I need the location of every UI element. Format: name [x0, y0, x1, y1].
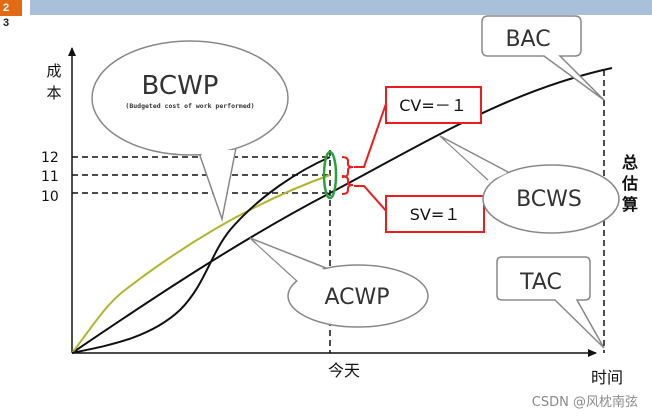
cv-brace	[341, 156, 354, 178]
slide-number: 2 3	[0, 0, 28, 32]
acwp-label: ACWP	[324, 285, 389, 310]
total-estimate-label-1: 总	[622, 153, 638, 172]
slide-number-first: 2	[0, 0, 22, 16]
bcws-curve	[71, 67, 613, 354]
variance-ellipse	[322, 150, 338, 200]
cv-connector	[354, 97, 389, 168]
sv-brace	[341, 175, 354, 195]
total-estimate-label-3: 算	[622, 195, 638, 214]
total-estimate-label-2: 估	[621, 174, 638, 193]
cv-box	[385, 86, 482, 124]
today-label: 今天	[328, 361, 360, 380]
y-tick-11: 11	[41, 169, 59, 185]
x-axis-label: 时间	[591, 368, 623, 387]
sv-box	[385, 195, 485, 233]
bcws-label: BCWS	[516, 187, 582, 212]
y-tick-12: 12	[41, 150, 59, 166]
bcwp-tail-cover	[200, 150, 234, 212]
sv-connector	[354, 185, 389, 214]
acwp-callout	[287, 264, 429, 328]
watermark: CSDN @风枕南弦	[531, 395, 638, 410]
acwp-curve	[71, 156, 331, 354]
bcwp-callout	[91, 40, 289, 156]
bcwp-title: BCWP	[142, 71, 219, 101]
sv-label: SV=１	[410, 205, 461, 224]
cv-label: CV=－１	[399, 96, 467, 115]
acwp-tail-cover	[256, 243, 325, 283]
bcwp-subtitle: (Budgeted cost of work performed)	[125, 102, 254, 110]
bac-label: BAC	[505, 27, 550, 52]
header-bar	[30, 0, 652, 15]
y-axis-label-1: 成	[46, 62, 61, 80]
y-tick-10: 10	[41, 189, 59, 205]
bcws-tail-cover	[446, 141, 507, 181]
y-axis-label-2: 本	[46, 84, 61, 102]
tac-callout	[496, 256, 605, 349]
bcwp-curve	[71, 174, 331, 354]
bcws-callout	[482, 164, 620, 234]
slide-number-second: 3	[3, 17, 10, 29]
tac-label: TAC	[519, 270, 562, 295]
bac-callout	[481, 15, 605, 101]
